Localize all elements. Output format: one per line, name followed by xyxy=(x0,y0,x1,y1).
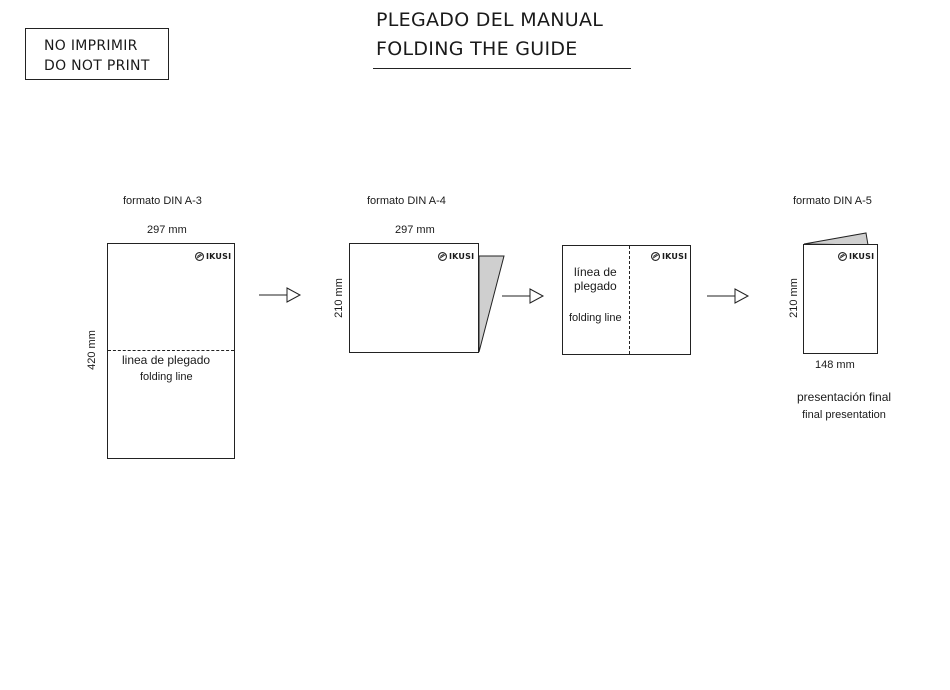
page-title: PLEGADO DEL MANUAL FOLDING THE GUIDE xyxy=(376,6,603,64)
a3-fold-label-es: linea de plegado xyxy=(122,353,210,367)
a4-fold-label-en: folding line xyxy=(569,312,622,324)
fold-label-es-line2: plegado xyxy=(574,279,617,293)
final-presentation-en: final presentation xyxy=(784,409,904,421)
a3-height-label: 420 mm xyxy=(86,320,98,380)
arrow-right-icon xyxy=(502,288,546,304)
ikusi-logo-icon xyxy=(838,252,847,261)
fold-label-es-line1: línea de xyxy=(574,265,617,279)
format-a5-label: formato DIN A-5 xyxy=(793,195,872,207)
do-not-print-stamp: NO IMPRIMIR DO NOT PRINT xyxy=(25,28,169,80)
ikusi-logo: IKUSI xyxy=(838,252,874,261)
a4-fold-label-es: línea de plegado xyxy=(574,265,617,293)
ikusi-logo-text: IKUSI xyxy=(849,253,874,261)
ikusi-logo-icon xyxy=(195,252,204,261)
a5-height-label: 210 mm xyxy=(788,268,800,328)
sheet-a3 xyxy=(107,243,235,459)
arrow-right-icon xyxy=(707,288,751,304)
sheet-a4-folded xyxy=(562,245,691,355)
ikusi-logo: IKUSI xyxy=(195,252,231,261)
format-a3-label: formato DIN A-3 xyxy=(123,195,202,207)
title-line-en: FOLDING THE GUIDE xyxy=(376,35,603,64)
a4-width-label: 297 mm xyxy=(395,224,435,236)
stamp-line-es: NO IMPRIMIR xyxy=(44,36,168,56)
ikusi-logo-icon xyxy=(651,252,660,261)
arrow-right-icon xyxy=(259,287,303,303)
a4-fold-line xyxy=(629,246,630,354)
a3-width-label: 297 mm xyxy=(147,224,187,236)
format-a4-label: formato DIN A-4 xyxy=(367,195,446,207)
ikusi-logo: IKUSI xyxy=(651,252,687,261)
final-presentation-es: presentación final xyxy=(784,390,904,404)
a4-folding-flap xyxy=(475,252,509,356)
ikusi-logo-text: IKUSI xyxy=(206,253,231,261)
ikusi-logo-icon xyxy=(438,252,447,261)
a5-width-label: 148 mm xyxy=(815,359,855,371)
title-line-es: PLEGADO DEL MANUAL xyxy=(376,6,603,35)
ikusi-logo: IKUSI xyxy=(438,252,474,261)
a3-fold-line xyxy=(108,350,234,351)
ikusi-logo-text: IKUSI xyxy=(662,253,687,261)
stamp-line-en: DO NOT PRINT xyxy=(44,56,168,76)
a4-height-label: 210 mm xyxy=(333,268,345,328)
ikusi-logo-text: IKUSI xyxy=(449,253,474,261)
a3-fold-label-en: folding line xyxy=(140,371,193,383)
title-underline xyxy=(373,68,631,69)
